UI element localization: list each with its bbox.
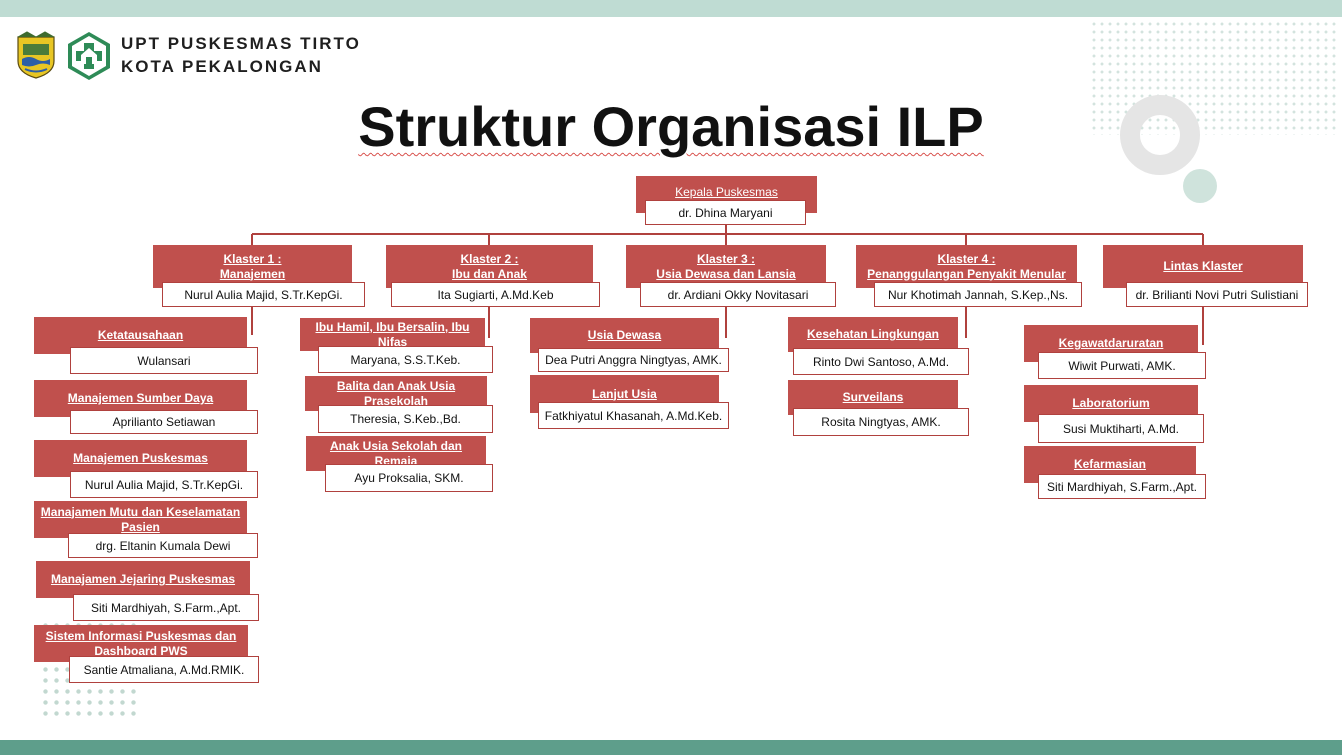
organization-name-line2: KOTA PEKALONGAN: [121, 57, 323, 76]
puskesmas-logo-icon: [68, 32, 110, 80]
unit-3-1-title-box: Usia Dewasa: [530, 318, 719, 353]
unit-1-1-title-box-text: Ketatausahaan: [97, 328, 184, 342]
cluster-5-title-box: Lintas Klaster: [1103, 245, 1303, 288]
top-accent-bar: [0, 0, 1342, 17]
unit-1-3-title-box-text: Manajemen Puskesmas: [73, 451, 208, 465]
unit-1-6-name: Santie Atmaliana, A.Md.RMIK.: [69, 656, 259, 683]
cluster-4-head-name: Nur Khotimah Jannah, S.Kep.,Ns.: [874, 282, 1082, 307]
unit-5-1-title-box-text: Kegawatdaruratan: [1058, 336, 1164, 350]
unit-1-6-title-box-text: Dashboard PWS: [94, 643, 188, 658]
unit-2-1-name: Maryana, S.S.T.Keb.: [318, 346, 493, 373]
cluster-3-title-box-text: Klaster 3 :: [696, 251, 756, 266]
cluster-4-title-box-text: Klaster 4 :: [937, 251, 996, 266]
cluster-1-title-box-text: Klaster 1 :: [223, 251, 282, 266]
unit-4-2-name: Rosita Ningtyas, AMK.: [793, 408, 969, 436]
cluster-4-title-box: Klaster 4 :Penanggulangan Penyakit Menul…: [856, 245, 1077, 288]
unit-3-1-name: Dea Putri Anggra Ningtyas, AMK.: [538, 348, 729, 372]
unit-4-1-title-box-text: Kesehatan Lingkungan: [806, 327, 940, 341]
city-emblem-icon: [17, 31, 55, 79]
cluster-1-title-box-text: Manajemen: [219, 266, 286, 281]
cluster-2-title-box-text: Ibu dan Anak: [452, 266, 527, 281]
unit-5-1-name: Wiwit Purwati, AMK.: [1038, 352, 1206, 379]
cluster-2-title-box-text: Klaster 2 :: [460, 251, 519, 266]
unit-1-3-name: Nurul Aulia Majid, S.Tr.KepGi.: [70, 471, 258, 498]
unit-1-2-name: Aprilianto Setiawan: [70, 410, 258, 434]
unit-3-1-title-box-text: Usia Dewasa: [587, 328, 662, 342]
unit-5-3-name: Siti Mardhiyah, S.Farm.,Apt.: [1038, 474, 1206, 499]
cluster-2-head-name: Ita Sugiarti, A.Md.Keb: [391, 282, 600, 307]
decorative-circle: [1183, 169, 1217, 203]
unit-1-2-title-box-text: Manajemen Sumber Daya: [67, 391, 214, 405]
unit-1-5-name: Siti Mardhiyah, S.Farm.,Apt.: [73, 594, 259, 621]
cluster-5-title-box-text: Lintas Klaster: [1163, 259, 1243, 273]
page-title-text: Struktur Organisasi ILP: [358, 95, 984, 158]
cluster-5-head-name: dr. Brilianti Novi Putri Sulistiani: [1126, 282, 1308, 307]
head-name: dr. Dhina Maryani: [645, 200, 806, 225]
unit-2-2-title-box-text: Balita dan Anak Usia Prasekolah: [336, 378, 456, 408]
unit-1-6-title-box-text: Sistem Informasi Puskesmas dan: [45, 628, 237, 643]
unit-3-2-title-box-text: Lanjut Usia: [592, 386, 657, 401]
unit-1-1-name: Wulansari: [70, 347, 258, 374]
unit-5-2-name: Susi Muktiharti, A.Md.: [1038, 414, 1204, 443]
unit-2-2-name: Theresia, S.Keb.,Bd.: [318, 405, 493, 433]
page-title: Struktur Organisasi ILP: [0, 94, 1342, 159]
cluster-3-title-box-text: Usia Dewasa dan Lansia: [656, 266, 796, 281]
cluster-3-title-box: Klaster 3 :Usia Dewasa dan Lansia: [626, 245, 826, 288]
bottom-accent-bar: [0, 740, 1342, 755]
unit-1-4-name: drg. Eltanin Kumala Dewi: [68, 533, 258, 558]
unit-2-1-title-box: Ibu Hamil, Ibu Bersalin, Ibu Nifas: [300, 318, 485, 351]
unit-1-5-title-box: Manajamen Jejaring Puskesmas: [36, 561, 250, 598]
unit-1-4-title-box-text: Manajamen Mutu dan Keselamatan: [40, 504, 241, 519]
unit-2-1-title-box-text: Ibu Hamil, Ibu Bersalin, Ibu Nifas: [315, 319, 470, 349]
unit-3-2-name: Fatkhiyatul Khasanah, A.Md.Keb.: [538, 402, 729, 429]
unit-1-3-title-box: Manajemen Puskesmas: [34, 440, 247, 477]
unit-1-5-title-box-text: Manajamen Jejaring Puskesmas: [50, 572, 236, 586]
unit-5-3-title-box-text: Kefarmasian: [1073, 457, 1147, 471]
unit-4-1-name: Rinto Dwi Santoso, A.Md.: [793, 348, 969, 375]
organization-name-line1: UPT PUSKESMAS TIRTO: [121, 34, 361, 53]
cluster-1-head-name: Nurul Aulia Majid, S.Tr.KepGi.: [162, 282, 365, 307]
unit-2-3-name: Ayu Proksalia, SKM.: [325, 464, 493, 492]
cluster-4-title-box-text: Penanggulangan Penyakit Menular: [867, 266, 1066, 281]
unit-1-4-title-box-text: Pasien: [121, 519, 160, 534]
unit-4-2-title-box-text: Surveilans: [842, 390, 904, 404]
unit-4-1-title-box: Kesehatan Lingkungan: [788, 317, 958, 352]
cluster-1-title-box: Klaster 1 :Manajemen: [153, 245, 352, 288]
unit-5-2-title-box-text: Laboratorium: [1072, 396, 1150, 410]
cluster-2-title-box: Klaster 2 :Ibu dan Anak: [386, 245, 593, 288]
cluster-3-head-name: dr. Ardiani Okky Novitasari: [640, 282, 836, 307]
head-role-box-text: Kepala Puskesmas: [675, 185, 778, 199]
